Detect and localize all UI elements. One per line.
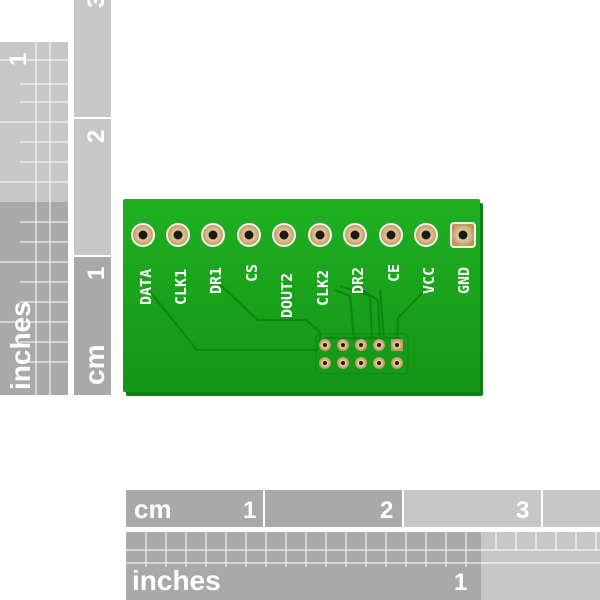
- pin-labels: DATA CLK1 DR1 CS DOUT2 CLK2 DR2 CE VCC G…: [137, 264, 473, 318]
- bottom-ruler-cm-number-2: 2: [380, 497, 393, 524]
- pin-label-dr2: DR2: [349, 267, 367, 294]
- breakout-board: DATA CLK1 DR1 CS DOUT2 CLK2 DR2 CE VCC G…: [123, 199, 483, 396]
- pin-label-data: DATA: [137, 269, 155, 305]
- bottom-ruler-inches-label: inches: [132, 565, 221, 596]
- connector-pads: [315, 333, 409, 375]
- bottom-ruler: cm 1 2 3 inches 1: [126, 490, 600, 600]
- bottom-ruler-inch-number: 1: [454, 569, 467, 596]
- bottom-ruler-cm-label: cm: [134, 494, 172, 524]
- left-ruler-inches-label: inches: [5, 301, 36, 390]
- pin-label-gnd: GND: [455, 267, 473, 294]
- board-traces: [146, 279, 426, 352]
- left-ruler-cm-label: cm: [79, 345, 110, 385]
- pin-label-vcc: VCC: [420, 267, 438, 294]
- left-ruler-inch-number: 1: [5, 53, 32, 66]
- bottom-ruler-cm-number-1: 1: [243, 497, 256, 524]
- pin-label-dout2: DOUT2: [278, 273, 296, 318]
- left-ruler: inches 1 cm 1 2 3: [0, 0, 111, 395]
- left-ruler-ticks: [0, 42, 68, 395]
- left-ruler-cm-number-2: 2: [83, 130, 110, 143]
- pin-label-cs: CS: [243, 264, 261, 282]
- header-pads: [131, 222, 476, 248]
- pin-label-dr1: DR1: [207, 267, 225, 294]
- pin-label-ce: CE: [385, 264, 403, 282]
- pin-label-clk1: CLK1: [172, 269, 190, 305]
- left-ruler-cm-number-1: 1: [83, 267, 110, 280]
- pin-label-clk2: CLK2: [314, 270, 332, 306]
- bottom-ruler-cm-number-3: 3: [516, 497, 529, 524]
- bottom-ruler-ticks: [126, 532, 600, 567]
- left-ruler-cm-number-3: 3: [83, 0, 110, 8]
